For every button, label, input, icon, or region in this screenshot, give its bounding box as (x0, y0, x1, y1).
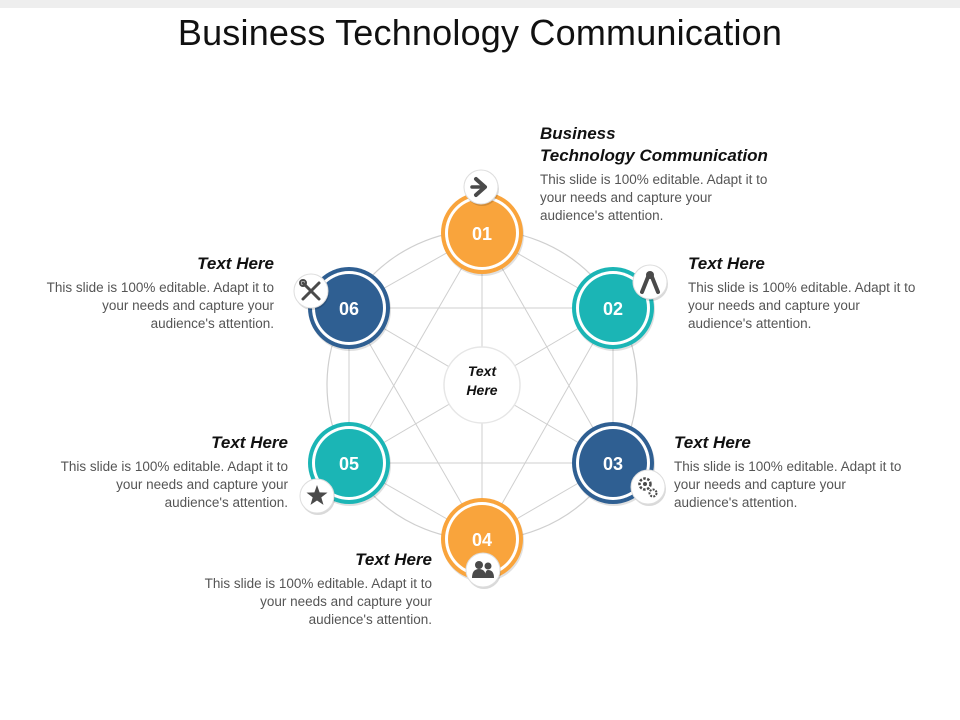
node-number: 05 (339, 454, 359, 474)
node-circle (579, 429, 647, 497)
node-04: 04 (441, 498, 524, 582)
node-number: 04 (472, 530, 492, 550)
text-block-03: Text Here This slide is 100% editable. A… (674, 432, 904, 512)
node-number: 02 (603, 299, 623, 319)
block-heading: Business Technology Communication (540, 124, 768, 165)
connector-line (348, 232, 483, 464)
block-description: This slide is 100% editable. Adapt it to… (46, 280, 274, 331)
node-circle (579, 274, 647, 342)
node-number: 06 (339, 299, 359, 319)
node-circle (315, 274, 383, 342)
connector-line (348, 307, 483, 540)
block-description: This slide is 100% editable. Adapt it to… (688, 280, 916, 331)
connector-line (481, 307, 614, 540)
block-description: This slide is 100% editable. Adapt it to… (540, 172, 768, 223)
node-number: 03 (603, 454, 623, 474)
node-circle (448, 505, 516, 573)
page-title: Business Technology Communication (177, 12, 783, 53)
users-icon (465, 552, 501, 589)
block-heading: Text Here (197, 254, 274, 273)
node-circle (448, 199, 516, 267)
node-circle (315, 429, 383, 497)
arrow-right-icon (463, 169, 499, 206)
block-description: This slide is 100% editable. Adapt it to… (674, 459, 902, 510)
node-01: 01 (441, 192, 524, 276)
star-icon (299, 478, 335, 515)
text-block-06: Text Here This slide is 100% editable. A… (44, 253, 274, 333)
center-label: Text Here (466, 363, 498, 398)
top-bar (0, 0, 960, 8)
text-block-05: Text Here This slide is 100% editable. A… (58, 432, 288, 512)
node-number: 01 (472, 224, 492, 244)
compass-icon (632, 264, 668, 301)
block-heading: Text Here (211, 433, 288, 452)
connector-line (481, 232, 614, 464)
center-circle (443, 346, 521, 424)
node-06: 06 (308, 267, 391, 351)
block-description: This slide is 100% editable. Adapt it to… (60, 459, 288, 510)
gears-icon (630, 469, 666, 506)
tools-icon (293, 273, 329, 310)
text-block-01: Business Technology Communication This s… (540, 123, 800, 225)
text-block-02: Text Here This slide is 100% editable. A… (688, 253, 918, 333)
text-block-04: Text Here This slide is 100% editable. A… (202, 549, 432, 629)
block-heading: Text Here (674, 433, 751, 452)
block-heading: Text Here (688, 254, 765, 273)
block-heading: Text Here (355, 550, 432, 569)
block-description: This slide is 100% editable. Adapt it to… (204, 576, 432, 627)
